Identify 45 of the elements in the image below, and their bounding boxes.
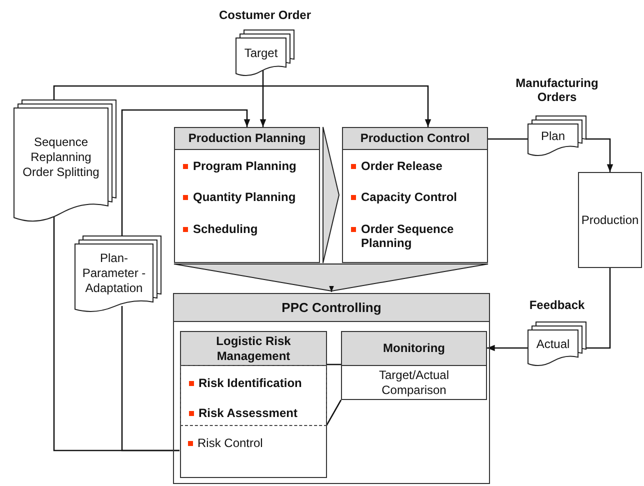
chevron-arrow <box>174 264 488 292</box>
process-box <box>342 127 488 263</box>
box-header: Logistic Risk Management <box>181 332 326 366</box>
list-item: Order Release <box>361 159 442 174</box>
process-box <box>174 127 320 263</box>
box-header: Monitoring <box>342 332 486 366</box>
document-caption: Costumer Order <box>218 8 312 22</box>
list-item: Order Sequence Planning <box>361 222 455 251</box>
connector-line <box>121 306 180 452</box>
list-item: Capacity Control <box>361 190 458 205</box>
box-label: Target/Actual Comparison <box>378 367 450 399</box>
document-caption: Manufacturing Orders <box>514 76 600 105</box>
connector-line <box>488 138 528 140</box>
arrow <box>586 138 614 172</box>
arrow <box>53 85 432 127</box>
list-item: Program Planning <box>193 159 296 174</box>
box-header: PPC Controlling <box>174 294 489 322</box>
document-label: Target <box>243 44 279 62</box>
arrow <box>121 109 250 236</box>
process-box <box>578 172 642 268</box>
list-item: Scheduling <box>193 222 258 236</box>
list-item: Risk Control <box>198 436 263 450</box>
connector-line <box>586 268 611 349</box>
box-header: Production Control <box>343 128 487 150</box>
container-box <box>173 293 490 484</box>
document-stack <box>75 236 161 312</box>
arrow <box>260 70 266 127</box>
box-header: Production Planning <box>175 128 319 150</box>
list-item: Risk Identification <box>198 376 302 390</box>
process-box <box>180 331 327 478</box>
chevron-arrow <box>322 126 340 264</box>
process-box <box>341 331 487 400</box>
list-item: Quantity Planning <box>193 190 296 205</box>
connector-line <box>326 364 341 366</box>
document-stack <box>14 100 116 222</box>
document-label: Sequence Replanning Order Splitting <box>22 134 100 182</box>
document-label: Plan- Parameter -Adaptation <box>81 250 147 297</box>
box-label: Production <box>581 213 639 227</box>
arrow <box>487 344 528 352</box>
document-label: Actual <box>535 336 571 352</box>
dashed-group-box <box>180 364 326 426</box>
connector-line <box>326 400 342 426</box>
list-item: Risk Assessment <box>198 406 298 420</box>
document-caption: Feedback <box>528 298 586 312</box>
document-label: Plan <box>540 128 566 144</box>
